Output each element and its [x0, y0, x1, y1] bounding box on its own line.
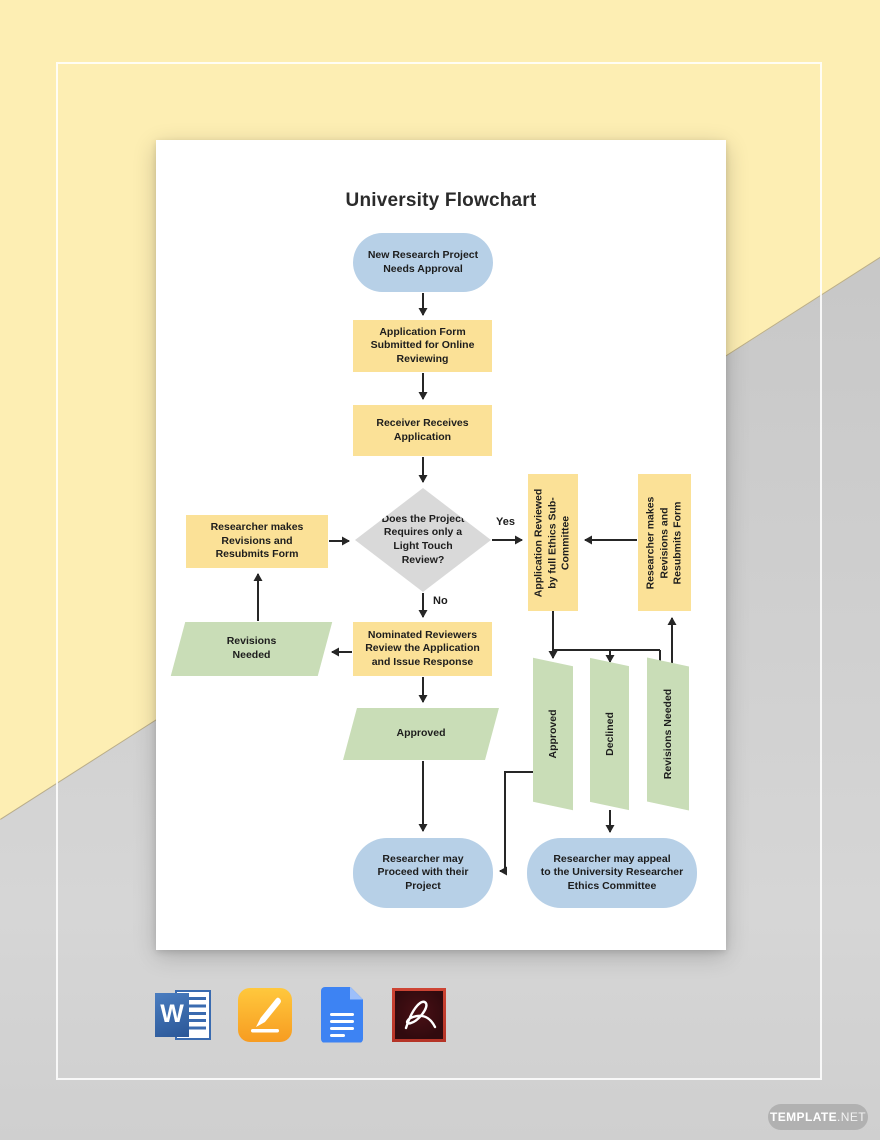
connector-approvedv-proceed — [499, 771, 535, 876]
connector-ethics-branch — [552, 611, 660, 651]
node-revise-right: Researcher makes Revisions and Resubmits… — [638, 474, 691, 611]
node-ethics-review-label: Application Reviewed by full Ethics Sub-… — [532, 488, 572, 597]
acrobat-glyph — [395, 990, 443, 1039]
flowchart-document: University Flowchart — [156, 140, 726, 950]
node-nominated-reviewers: Nominated Reviewers Review the Applicati… — [353, 622, 492, 676]
label-no: No — [433, 595, 448, 607]
node-ethics-review: Application Reviewed by full Ethics Sub-… — [528, 474, 578, 611]
node-declined-vertical: Declined — [590, 657, 629, 811]
template-net-badge[interactable]: TEMPLATE.NET — [768, 1104, 868, 1130]
node-revise-right-label: Researcher makes Revisions and Resubmits… — [644, 496, 684, 589]
docs-fold-glyph — [350, 987, 363, 1000]
decorative-frame — [56, 62, 822, 1080]
label-yes: Yes — [496, 516, 515, 528]
word-lines-glyph — [184, 996, 206, 1034]
adobe-pdf-icon[interactable] — [392, 987, 446, 1042]
brand-rest: .NET — [837, 1110, 866, 1124]
node-proceed: Researcher may Proceed with their Projec… — [353, 838, 493, 908]
node-application-form: Application Form Submitted for Online Re… — [353, 320, 492, 372]
node-revisions-needed-vertical: Revisions Needed — [647, 657, 689, 811]
node-start: New Research Project Needs Approval — [353, 233, 493, 292]
node-approved: Approved — [343, 708, 499, 760]
pages-glyph — [238, 987, 292, 1042]
node-receiver: Receiver Receives Application — [353, 405, 492, 456]
docs-page-glyph — [321, 987, 363, 1043]
node-appeal: Researcher may appeal to the University … — [527, 838, 697, 908]
flowchart-connectors — [253, 293, 677, 876]
node-revisions-needed: Revisions Needed — [170, 622, 333, 676]
page-title: University Flowchart — [345, 190, 537, 211]
node-revise-left: Researcher makes Revisions and Resubmits… — [186, 515, 328, 568]
pages-icon[interactable] — [238, 987, 292, 1042]
word-letter: W — [155, 992, 189, 1037]
file-format-icons: W — [155, 986, 446, 1043]
word-icon[interactable]: W — [155, 988, 213, 1042]
google-docs-icon[interactable] — [317, 986, 367, 1043]
node-approved-vertical: Approved — [533, 657, 573, 811]
brand-bold: TEMPLATE — [770, 1110, 838, 1124]
